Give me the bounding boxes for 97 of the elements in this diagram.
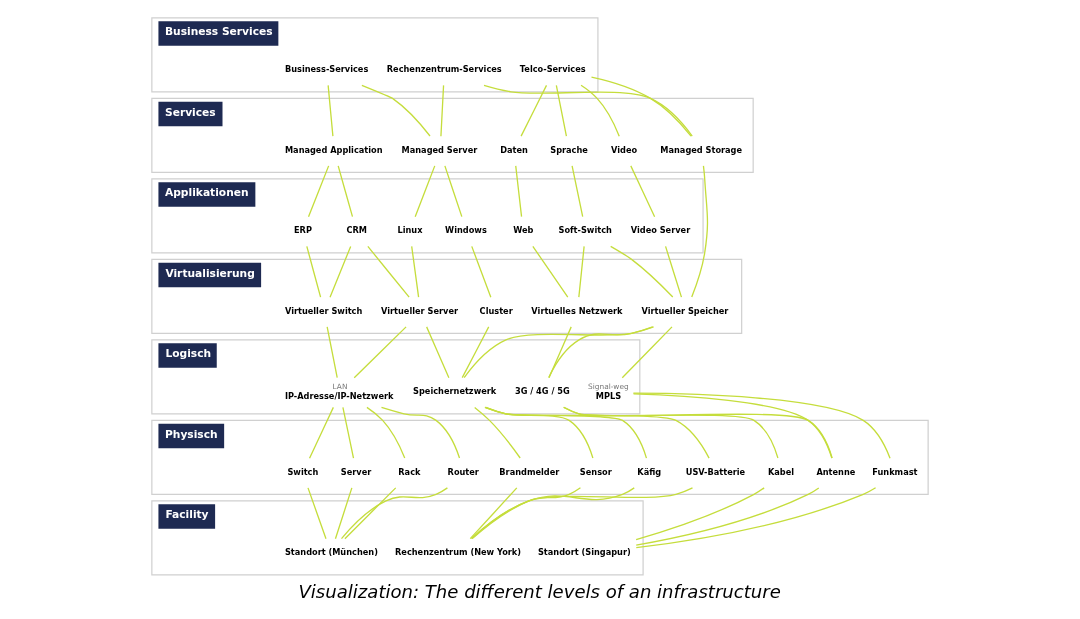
connector: [463, 326, 655, 379]
node-text: MPLS: [595, 391, 622, 402]
connector: [470, 487, 635, 540]
connector: [440, 84, 445, 137]
connector: [471, 487, 582, 540]
node-text: Soft-Switch: [558, 225, 612, 236]
node-text: Managed Server: [401, 144, 478, 155]
node-text: Standort (München): [284, 547, 378, 558]
node-text: Kabel: [767, 466, 795, 477]
connector: [621, 326, 673, 379]
node-text: Business-Services: [284, 64, 369, 75]
connector: [471, 245, 492, 298]
node-text: Antenne: [816, 466, 856, 477]
node-text: Web: [513, 225, 534, 236]
node-text: Sensor: [579, 466, 612, 477]
node-text: Brandmelder: [499, 466, 560, 477]
node-text: Sprache: [550, 144, 588, 155]
connector: [334, 487, 353, 540]
node-text: Rechenzentrum (New York): [395, 547, 522, 558]
connector: [515, 165, 523, 218]
connector: [562, 406, 833, 459]
connector: [635, 487, 877, 549]
connector: [329, 245, 352, 298]
connector: [361, 84, 431, 137]
connector: [580, 84, 620, 137]
node-text: Switch: [287, 466, 319, 477]
connector: [470, 487, 694, 540]
node-text: Video Server: [630, 225, 691, 236]
connector: [340, 487, 449, 540]
node-text: Linux: [397, 225, 423, 236]
connector: [366, 406, 406, 459]
connector: [380, 406, 461, 459]
connector: [635, 487, 820, 546]
node-text: Server: [340, 466, 372, 477]
connector: [548, 326, 654, 379]
node-text: Video: [611, 144, 638, 155]
node-text: IP-Adresse/IP-Netzwerk: [284, 391, 394, 402]
connector: [548, 326, 572, 379]
connector: [483, 84, 693, 137]
connector: [635, 487, 765, 541]
node-text: Cluster: [479, 305, 513, 316]
node-text: Telco-Services: [519, 64, 586, 75]
node-text: Speichernetzwerk: [413, 386, 497, 397]
node-text: Standort (Singapur): [537, 547, 631, 558]
node-text: CRM: [346, 225, 368, 236]
connector: [474, 406, 521, 459]
connector: [326, 326, 338, 379]
node-label: Signal-weg: [588, 382, 629, 392]
connector: [344, 487, 397, 540]
connector: [632, 393, 833, 459]
connector: [571, 165, 584, 218]
node-text: Daten: [500, 144, 528, 155]
node-text: Managed Application: [284, 144, 383, 155]
node-text: Virtueller Switch: [284, 305, 363, 316]
connector: [484, 406, 710, 459]
connector: [342, 406, 355, 459]
connector: [555, 84, 568, 137]
connector: [353, 326, 407, 379]
node-text: Virtuelles Netzwerk: [531, 305, 623, 316]
node-text: Rack: [398, 466, 421, 477]
connector: [520, 84, 548, 137]
node-text: Rechenzentrum-Services: [386, 64, 502, 75]
connector: [411, 245, 420, 298]
connector: [337, 165, 354, 218]
connector: [307, 165, 330, 218]
connector: [327, 84, 334, 137]
connector: [426, 326, 450, 379]
node-text: 3G / 4G / 5G: [514, 386, 570, 397]
node-text: Funkmast: [872, 466, 918, 477]
node-label: LAN: [332, 382, 348, 392]
connector: [664, 245, 683, 298]
node-text: USV-Batterie: [685, 466, 746, 477]
node-text: ERP: [293, 225, 312, 236]
connector: [610, 245, 674, 298]
connector: [414, 165, 436, 218]
connector: [578, 245, 585, 298]
caption: Visualization: The different levels of an infrastructure: [298, 581, 781, 603]
connector: [563, 406, 779, 459]
connector: [444, 165, 463, 218]
connector: [691, 165, 709, 298]
connector: [590, 76, 692, 137]
node-text: Managed Storage: [660, 144, 743, 155]
connector: [469, 487, 518, 540]
connector: [484, 406, 648, 459]
connector: [367, 245, 410, 298]
node-text: Router: [447, 466, 479, 477]
node-text: Virtueller Speicher: [641, 305, 729, 316]
node-text: Windows: [445, 225, 487, 236]
connector: [307, 487, 327, 540]
connector: [632, 392, 891, 459]
connector: [306, 245, 322, 298]
connector: [308, 406, 334, 459]
node-text: Käfig: [637, 466, 662, 477]
node-text: Virtueller Server: [381, 305, 458, 316]
connector: [461, 326, 490, 379]
connector: [532, 245, 569, 298]
connector: [630, 165, 656, 218]
